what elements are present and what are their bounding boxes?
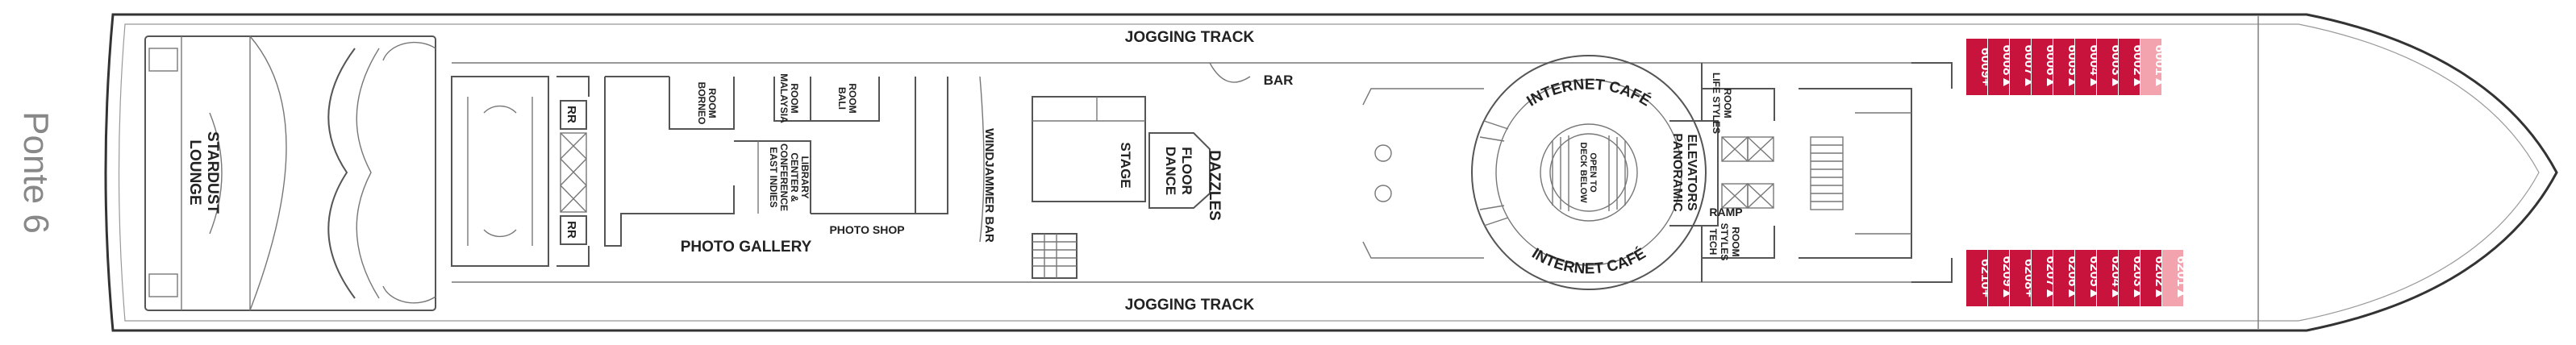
- jogging-track-bottom[interactable]: JOGGING TRACK: [1125, 297, 1255, 314]
- stardust-label-1: STARDUST: [204, 131, 221, 214]
- hull-inner-line: [118, 23, 2540, 322]
- rr-top-label: RR: [565, 106, 578, 123]
- tech-styles-label-3: ROOM: [1730, 227, 1741, 256]
- cabin-6001[interactable]: [2140, 39, 2161, 95]
- cabin-6209[interactable]: [1988, 250, 2009, 306]
- life-styles-label-2: ROOM: [1722, 88, 1733, 118]
- malaysia-label-1: MALAYSIA: [778, 73, 790, 123]
- east-indies-label-2: CONFERENCE: [778, 143, 790, 211]
- rr-bottom-label: RR: [565, 221, 578, 239]
- open-to-deck-label-1: OPEN TO: [1588, 152, 1598, 193]
- bar-counter: [1209, 62, 1251, 83]
- wall-gallery: [604, 76, 735, 247]
- windjammer-label: WINDJAMMER BAR: [982, 128, 996, 243]
- cabin-6009[interactable]: [1966, 39, 1987, 95]
- cabin-label-6201: 6201▲: [2174, 256, 2190, 301]
- dance-floor-label-2: FLOOR: [1179, 147, 1194, 195]
- bar-label[interactable]: BAR: [1264, 73, 1294, 88]
- hull-outline: [104, 13, 2558, 332]
- restroom-top[interactable]: RR: [560, 100, 587, 130]
- elevator-shafts-fwd: [1721, 136, 1774, 209]
- stage-label: STAGE: [1118, 142, 1133, 188]
- east-indies-label-1: EAST INDIES: [768, 147, 779, 207]
- cabin-label-6001: 6001▲: [2153, 45, 2168, 89]
- cabin-6008[interactable]: [1988, 39, 2009, 95]
- cabins-top-row: 6009+6008▲6007▲6006▲6005▲6004▲6003▲6002▲…: [1966, 39, 2168, 95]
- open-to-deck-label-2: DECK BELOW: [1578, 142, 1588, 203]
- east-indies-center[interactable]: EAST INDIES CONFERENCE CENTER & LIBRARY: [734, 140, 811, 214]
- cabin-6007[interactable]: [2010, 39, 2031, 95]
- internet-cafe-top-label[interactable]: INTERNET CAFÉ: [1524, 77, 1654, 110]
- cabin-6003[interactable]: [2097, 39, 2118, 95]
- suite-block-wall: [1911, 62, 1953, 283]
- cabin-6202[interactable]: [2140, 250, 2161, 306]
- cabin-6203[interactable]: [2119, 250, 2140, 306]
- stairs-fwd: [1799, 88, 1912, 259]
- bali-label-1: BALI: [836, 87, 848, 110]
- bali-label-2: ROOM: [847, 83, 858, 113]
- life-styles-room[interactable]: LIFE STYLES ROOM: [1701, 63, 1775, 134]
- panoramic-label-1: PANORAMIC: [1670, 133, 1684, 212]
- cabin-6006[interactable]: [2032, 39, 2053, 95]
- cabin-6005[interactable]: [2053, 39, 2074, 95]
- dazzles-label[interactable]: DAZZLES: [1206, 150, 1223, 221]
- tech-styles-label-1: TECH: [1707, 229, 1719, 256]
- stardust-lounge[interactable]: STARDUST LOUNGE: [144, 35, 436, 311]
- wall-aft-block: [556, 76, 590, 267]
- cabin-6204[interactable]: [2097, 250, 2118, 306]
- cabin-6208[interactable]: [2010, 250, 2031, 306]
- panoramic-elevators[interactable]: PANORAMIC ELEVATORS: [1669, 120, 1719, 227]
- tech-styles-room[interactable]: TECH STYLES ROOM: [1701, 223, 1775, 282]
- photo-shop[interactable]: PHOTO SHOP: [811, 77, 948, 236]
- malaysia-room[interactable]: MALAYSIA ROOM: [773, 73, 811, 123]
- borneo-label-2: ROOM: [707, 88, 718, 118]
- windjammer-bar[interactable]: WINDJAMMER BAR: [979, 76, 996, 243]
- east-indies-label-3: CENTER &: [789, 152, 800, 202]
- stairs-mid: [1032, 233, 1078, 279]
- dance-floor-label-1: DANCE: [1163, 147, 1178, 195]
- photo-gallery-label: PHOTO GALLERY: [681, 239, 812, 256]
- cabin-6206[interactable]: [2053, 250, 2074, 306]
- ramp-label[interactable]: RAMP: [1709, 206, 1742, 218]
- cabin-6004[interactable]: [2075, 39, 2096, 95]
- stardust-label-2: LOUNGE: [186, 139, 203, 205]
- cabin-6002[interactable]: [2119, 39, 2140, 95]
- jogging-track-top[interactable]: JOGGING TRACK: [1125, 29, 1255, 46]
- bali-room[interactable]: BALI ROOM: [810, 77, 880, 122]
- deck-name: Ponte 6: [16, 111, 56, 234]
- dance-floor[interactable]: DANCE FLOOR: [1148, 132, 1211, 209]
- cabin-6201[interactable]: [2162, 250, 2183, 306]
- cabin-6207[interactable]: [2032, 250, 2053, 306]
- stage[interactable]: STAGE: [1032, 96, 1146, 202]
- aft-stairs: [451, 76, 549, 267]
- life-styles-label-1: LIFE STYLES: [1711, 73, 1722, 134]
- tech-styles-label-2: STYLES: [1719, 223, 1730, 261]
- atrium: [1471, 55, 1707, 290]
- borneo-room[interactable]: BORNEO ROOM: [669, 77, 735, 130]
- mid-columns: [1362, 88, 1484, 259]
- restroom-bottom[interactable]: RR: [560, 215, 587, 245]
- elevator-bank-aft: [560, 132, 587, 213]
- cabin-6205[interactable]: [2075, 250, 2096, 306]
- internet-cafe-bottom-label[interactable]: INTERNET CAFÉ: [1528, 244, 1649, 277]
- malaysia-label-2: ROOM: [789, 83, 800, 113]
- cabin-6210[interactable]: [1966, 250, 1987, 306]
- cabins-bottom-row: 6210+6209▲6208+6207▲6206▲6205▲6204▲6203▲…: [1966, 250, 2190, 306]
- photo-shop-label: PHOTO SHOP: [829, 223, 904, 236]
- east-indies-label-4: LIBRARY: [799, 156, 811, 199]
- panoramic-label-2: ELEVATORS: [1685, 134, 1699, 210]
- borneo-label-1: BORNEO: [696, 82, 707, 125]
